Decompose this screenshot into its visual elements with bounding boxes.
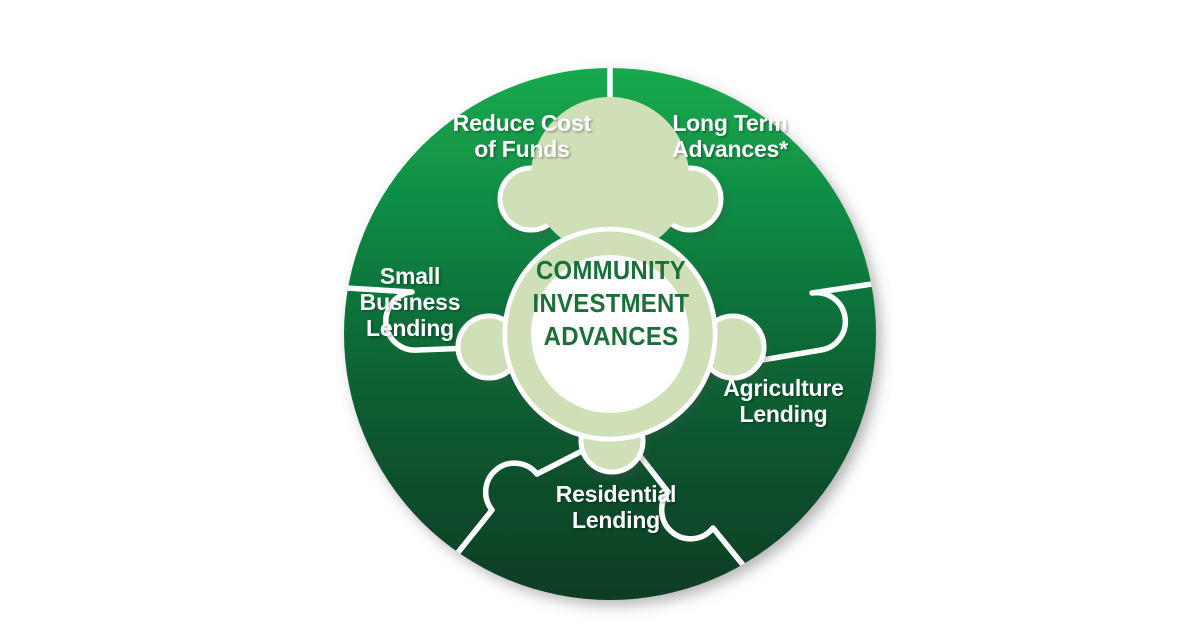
segment-label-small-business-lending[interactable]: Small Business Lending xyxy=(359,263,461,341)
hub-ring-outline xyxy=(502,226,718,442)
hub-inner-disc-top xyxy=(531,255,689,413)
divider-right xyxy=(759,281,875,363)
segment-label-long-term-advances[interactable]: Long Term Advances* xyxy=(672,110,788,162)
segment-label-residential-lending[interactable]: Residential Lending xyxy=(555,481,677,533)
divider-lower-right xyxy=(637,453,755,579)
divider-lower-left xyxy=(449,449,583,563)
hub-ring-overlay xyxy=(502,97,718,442)
segment-label-agriculture-lending[interactable]: Agriculture Lending xyxy=(723,375,844,427)
divider-upper-left xyxy=(344,285,475,353)
center-hub-label: COMMUNITY INVESTMENT ADVANCES xyxy=(532,255,690,351)
segment-label-reduce-cost-of-funds[interactable]: Reduce Cost of Funds xyxy=(452,110,592,162)
